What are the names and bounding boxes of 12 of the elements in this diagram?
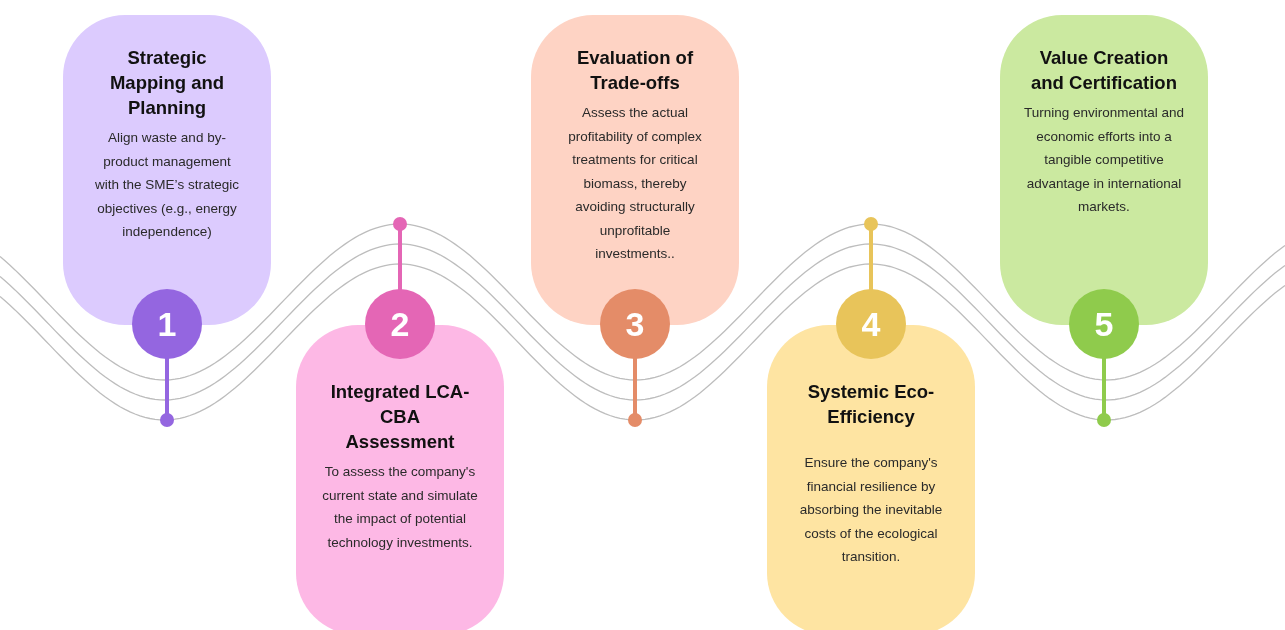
step-heading: Evaluation of Trade-offs — [575, 46, 695, 95]
step-description: Turning environmental and economic efforts into a tangible competitive advantage in international markets. — [1022, 104, 1186, 216]
step-description: Assess the actual profitability of complex treatments for critical biomass, thereby avoiding structurally unprofitable investments.. — [567, 104, 703, 263]
step-description: To assess the company's current state and simulate the impact of potential technology investments. — [321, 463, 479, 552]
step-heading: Strategic Mapping and Planning — [108, 46, 226, 120]
step-description: Align waste and by-product management with the SME’s strategic objectives (e.g., energy independence) — [94, 129, 240, 241]
step-number-circle: 4 — [836, 289, 906, 359]
step-description: Ensure the company's financial resilience by absorbing the inevitable costs of the ecological transition. — [798, 454, 944, 566]
step-number-circle: 2 — [365, 289, 435, 359]
step-heading: Value Creation and Certification — [1030, 46, 1178, 95]
step-heading: Systemic Eco-Efficiency — [806, 380, 936, 429]
step-heading: Integrated LCA-CBA Assessment — [329, 380, 471, 454]
